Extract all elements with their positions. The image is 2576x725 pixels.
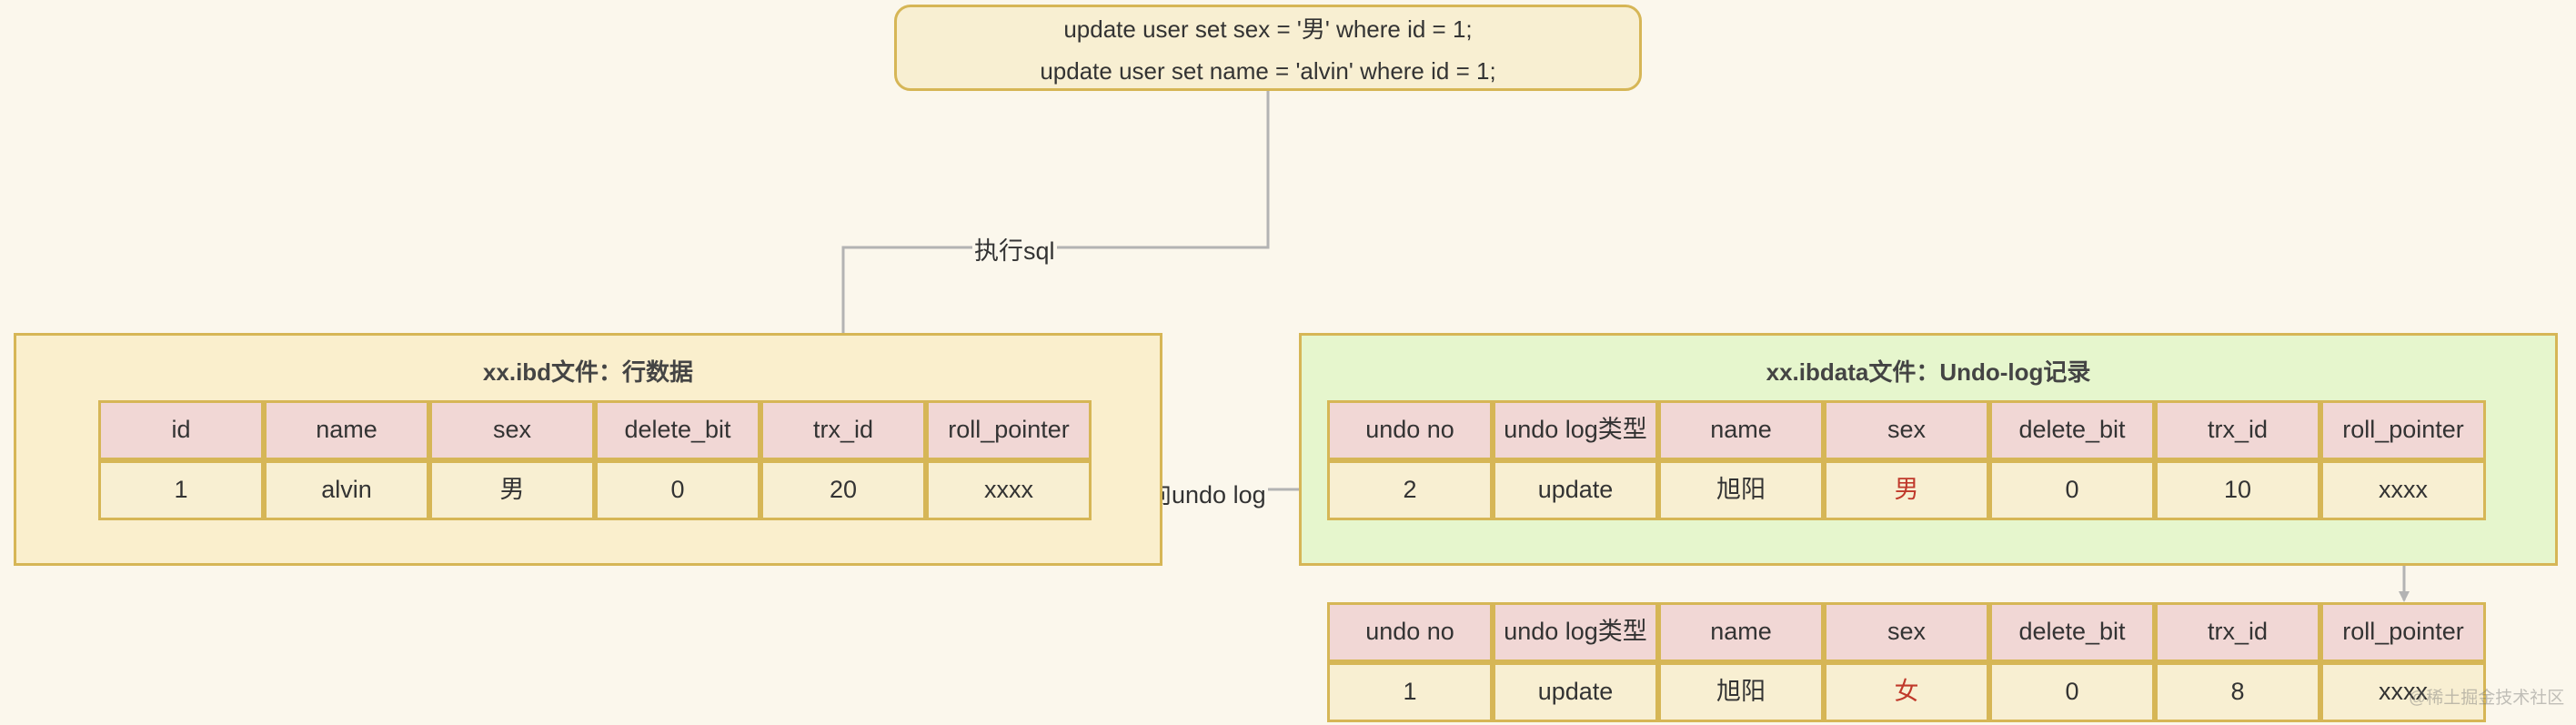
undo2-header-sex: sex: [1824, 602, 1989, 662]
undo1-header-roll-pointer: roll_pointer: [2320, 400, 2486, 460]
undo2-cell-trx-id: 8: [2155, 662, 2320, 722]
undo-record-table-1: undo no undo log类型 name sex delete_bit t…: [1327, 400, 2486, 520]
ibd-cell-sex: 男: [429, 460, 595, 520]
undo-panel-title: xx.ibdata文件：Undo-log记录: [1766, 358, 2091, 386]
undo2-header-trx-id: trx_id: [2155, 602, 2320, 662]
ibd-header-name: name: [264, 400, 429, 460]
undo1-header-undo-type: undo log类型: [1493, 400, 1658, 460]
ibd-header-sex: sex: [429, 400, 595, 460]
exec-sql-label: 执行sql: [972, 231, 1057, 267]
ibd-header-delete-bit: delete_bit: [595, 400, 760, 460]
undo2-cell-undo-type: update: [1493, 662, 1658, 722]
undo1-cell-undo-no: 2: [1327, 460, 1493, 520]
undo1-header-name: name: [1658, 400, 1824, 460]
ibd-row-table: id name sex delete_bit trx_id roll_point…: [98, 400, 1092, 520]
ibd-cell-id: 1: [98, 460, 264, 520]
sql-statements-box: update user set sex = '男' where id = 1; …: [894, 5, 1642, 91]
ibd-panel-title: xx.ibd文件：行数据: [482, 358, 694, 386]
undo2-header-name: name: [1658, 602, 1824, 662]
ibd-cell-trx-id: 20: [760, 460, 926, 520]
undo2-cell-sex: 女: [1824, 662, 1989, 722]
sql-line-2: update user set name = 'alvin' where id …: [1040, 56, 1496, 85]
undo1-cell-roll-pointer: xxxx: [2320, 460, 2486, 520]
undo1-header-sex: sex: [1824, 400, 1989, 460]
ibd-header-roll-pointer: roll_pointer: [926, 400, 1092, 460]
undo2-header-delete-bit: delete_bit: [1989, 602, 2155, 662]
ibd-header-trx-id: trx_id: [760, 400, 926, 460]
ibd-cell-roll-pointer: xxxx: [926, 460, 1092, 520]
undo2-header-undo-type: undo log类型: [1493, 602, 1658, 662]
undo1-cell-sex: 男: [1824, 460, 1989, 520]
undo1-cell-trx-id: 10: [2155, 460, 2320, 520]
undo1-cell-delete-bit: 0: [1989, 460, 2155, 520]
ibd-header-id: id: [98, 400, 264, 460]
undo1-header-undo-no: undo no: [1327, 400, 1493, 460]
ibd-cell-delete-bit: 0: [595, 460, 760, 520]
undo1-header-delete-bit: delete_bit: [1989, 400, 2155, 460]
undo2-cell-delete-bit: 0: [1989, 662, 2155, 722]
undo1-header-trx-id: trx_id: [2155, 400, 2320, 460]
undo2-header-undo-no: undo no: [1327, 602, 1493, 662]
undo2-cell-roll-pointer: xxxx: [2320, 662, 2486, 722]
ibd-cell-name: alvin: [264, 460, 429, 520]
undo1-cell-name: 旭阳: [1658, 460, 1824, 520]
undo2-cell-undo-no: 1: [1327, 662, 1493, 722]
watermark: @稀土掘金技术社区: [2409, 689, 2565, 708]
undo2-header-roll-pointer: roll_pointer: [2320, 602, 2486, 662]
undo2-cell-name: 旭阳: [1658, 662, 1824, 722]
undo-record-table-2: undo no undo log类型 name sex delete_bit t…: [1327, 602, 2486, 722]
undo1-cell-undo-type: update: [1493, 460, 1658, 520]
sql-line-1: update user set sex = '男' where id = 1;: [1063, 15, 1473, 43]
